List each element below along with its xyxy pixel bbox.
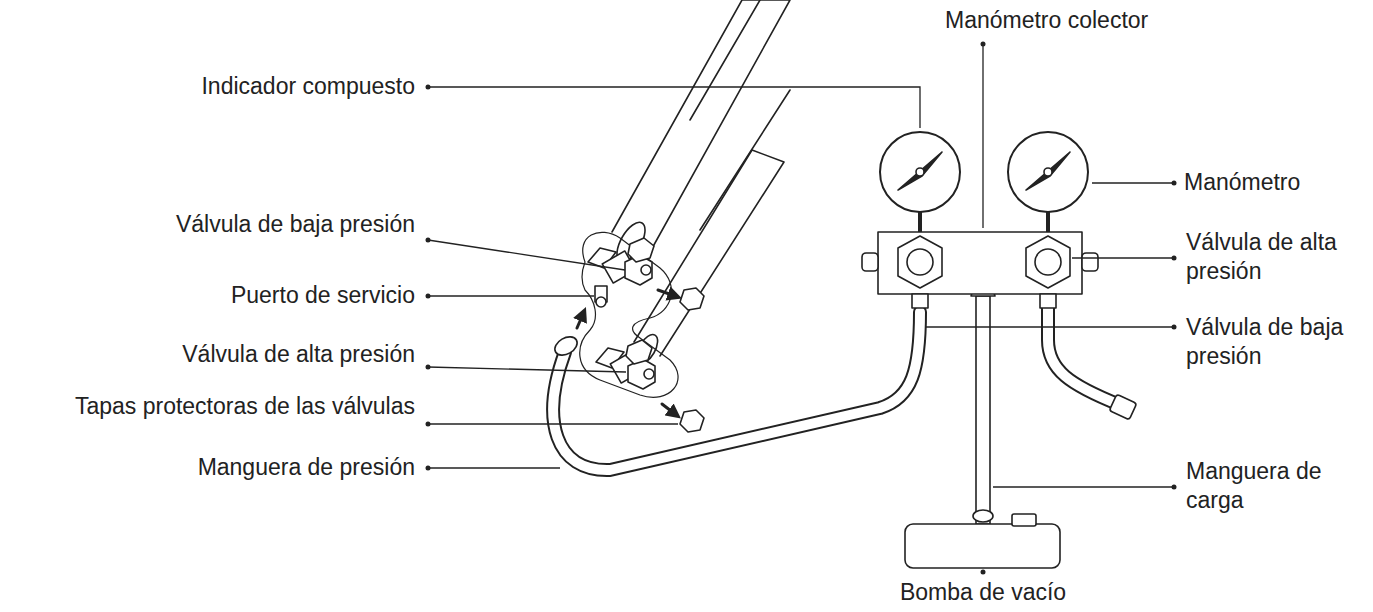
part-label: Válvula de alta presión — [182, 340, 415, 369]
refrigerant-pipes — [611, 0, 790, 367]
part-label: Válvula de baja presión — [1186, 313, 1366, 371]
pressure-hose — [552, 312, 920, 470]
leader-dots — [426, 42, 1177, 575]
low-pressure-valve — [588, 238, 654, 307]
part-label: Indicador compuesto — [201, 72, 415, 101]
leader-lines — [428, 44, 1174, 487]
part-label: Tapas protectoras de las válvulas — [75, 392, 415, 421]
part-label: Bomba de vacío — [900, 578, 1066, 607]
valve-region-outline — [580, 232, 678, 397]
part-label: Manómetro — [1184, 168, 1300, 197]
vacuum-pump — [905, 514, 1060, 568]
part-label: Válvula de alta presión — [1186, 228, 1366, 286]
manifold-gauge — [862, 132, 1098, 308]
right-hose — [1048, 300, 1137, 420]
part-label: Manguera de carga — [1186, 457, 1366, 515]
part-label: Puerto de servicio — [231, 281, 415, 310]
part-label: Manguera de presión — [198, 453, 415, 482]
charge-hose — [971, 284, 995, 524]
part-label: Manómetro colector — [945, 6, 1148, 35]
high-pressure-valve — [596, 340, 655, 389]
valve-caps — [577, 288, 704, 432]
part-label: Válvula de baja presión — [176, 210, 415, 239]
